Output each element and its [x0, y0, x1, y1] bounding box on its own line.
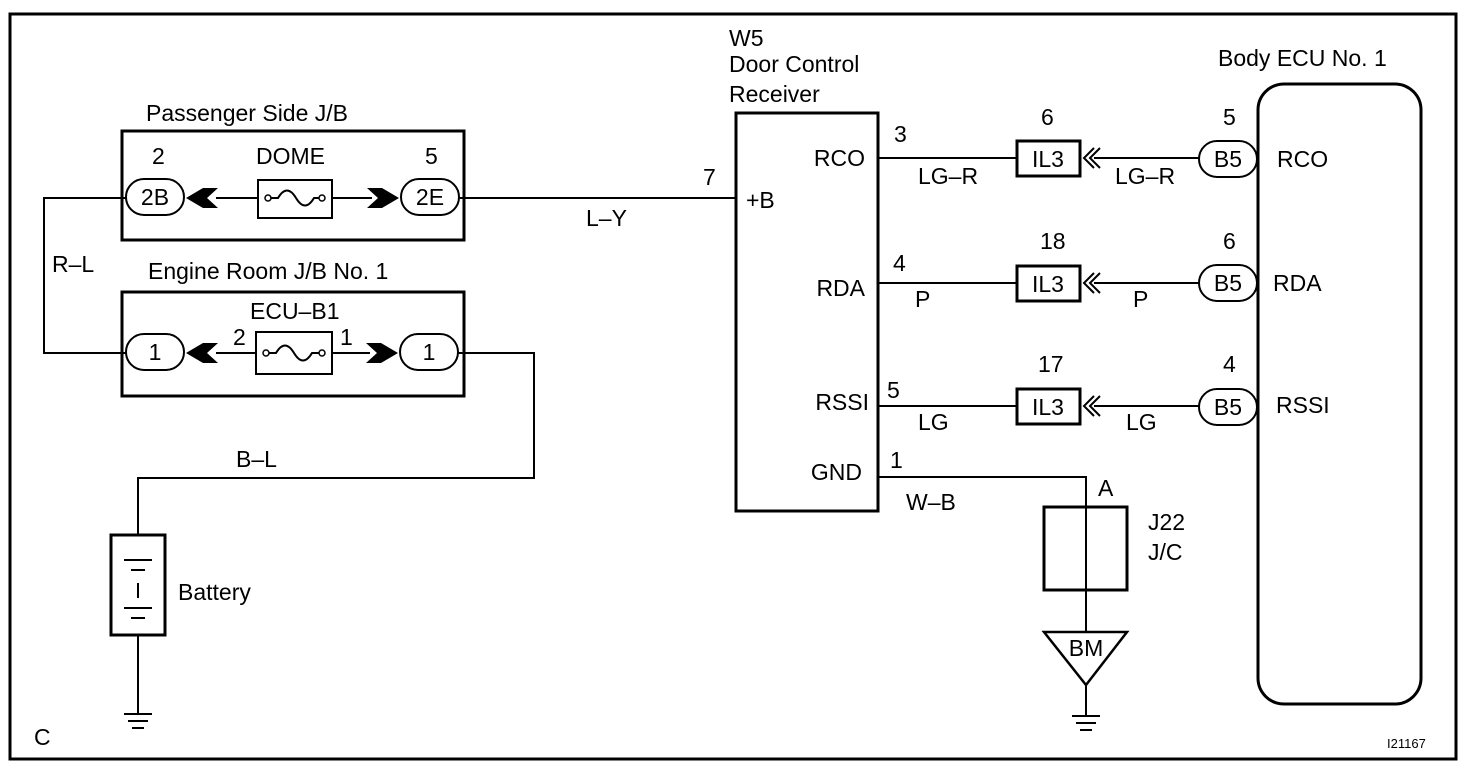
il3-rssi-chevron-icon	[1082, 395, 1101, 417]
body-ecu-title: Body ECU No. 1	[1218, 45, 1387, 71]
engine-jb-fuse-name: ECU–B1	[250, 298, 339, 324]
passenger-jb-fuse-name: DOME	[256, 143, 325, 169]
engine-jb-right-fuse-pin: 1	[340, 324, 353, 350]
junction-code: J22	[1148, 509, 1185, 535]
body-ecu-terminal-rda: RDA	[1273, 270, 1322, 296]
il3-rco-pin: 6	[1041, 104, 1054, 130]
rco-circuit: LG–R 6 IL3 LG–R 5 B5	[878, 104, 1258, 189]
receiver-name-line1: Door Control	[729, 51, 859, 77]
battery: Battery	[109, 533, 251, 637]
engine-room-jb: Engine Room J/B No. 1 ECU–B1 1 1 2 1	[120, 258, 466, 398]
wire-w-b	[878, 476, 1087, 664]
door-control-receiver: W5 Door Control Receiver 7 +B RCO RDA RS…	[703, 25, 907, 513]
engine-jb-left-fuse-pin: 2	[233, 324, 246, 350]
dome-fuse-terminal-left	[264, 194, 272, 202]
engine-jb-right-chevron-icon	[366, 343, 398, 363]
receiver-pin-b: 7	[703, 164, 716, 190]
diagram-frame	[8, 12, 1458, 761]
receiver-terminal-b: +B	[746, 187, 775, 213]
wire-rssi-right-label: LG	[1126, 409, 1157, 435]
bm-ground-icon	[1072, 715, 1100, 731]
il3-rco-chevron-icon	[1082, 147, 1101, 169]
il3-rda-pin: 18	[1040, 228, 1066, 254]
passenger-jb-right-chevron-icon	[367, 188, 399, 208]
passenger-jb-right-pin: 5	[425, 143, 438, 169]
il3-rda-label: IL3	[1032, 271, 1064, 297]
wire-l-y-label: L–Y	[586, 205, 627, 231]
passenger-jb-left-pin: 2	[152, 143, 165, 169]
b5-rssi-label: B5	[1214, 394, 1242, 420]
receiver-pin-rssi: 5	[887, 377, 900, 403]
engine-jb-right-connector-label: 1	[423, 339, 436, 365]
b5-rda-pin: 6	[1223, 228, 1236, 254]
passenger-jb-right-connector-label: 2E	[416, 184, 444, 210]
receiver-terminal-rssi: RSSI	[815, 389, 869, 415]
battery-label: Battery	[178, 579, 251, 605]
il3-rda-chevron-icon	[1082, 272, 1101, 294]
dome-fuse-element	[268, 189, 322, 207]
il3-rssi-label: IL3	[1032, 394, 1064, 420]
wire-r-l-label: R–L	[52, 251, 94, 277]
figure-id: I21167	[1387, 736, 1426, 751]
passenger-jb-left-chevron-icon	[186, 188, 218, 208]
wire-w-b-label: W–B	[906, 489, 956, 515]
receiver-pin-rda: 4	[893, 250, 906, 276]
passenger-jb-box	[120, 129, 466, 242]
dome-fuse-terminal-right	[318, 194, 326, 202]
junction-pin: A	[1098, 475, 1114, 501]
wire-r-l	[43, 197, 126, 354]
wire-rda-left-label: P	[915, 286, 930, 312]
engine-jb-left-connector-label: 1	[149, 339, 162, 365]
ecu-b1-fuse-terminal-right	[318, 349, 326, 357]
body-ecu-terminal-rssi: RSSI	[1276, 392, 1330, 418]
corner-letter: C	[34, 724, 51, 750]
il3-rssi-pin: 17	[1038, 351, 1064, 377]
engine-jb-box	[120, 290, 466, 398]
passenger-jb-left-connector-label: 2B	[141, 184, 169, 210]
b5-rco-label: B5	[1214, 146, 1242, 172]
receiver-terminal-rco: RCO	[814, 145, 865, 171]
wire-rco-left-label: LG–R	[918, 163, 978, 189]
wire-rssi-left-label: LG	[918, 409, 949, 435]
ground-point-triangle	[1041, 630, 1130, 688]
receiver-code: W5	[729, 25, 764, 51]
il3-rco-connector	[1015, 139, 1082, 178]
receiver-terminal-rda: RDA	[816, 275, 865, 301]
il3-rco-label: IL3	[1032, 146, 1064, 172]
receiver-pin-gnd: 1	[890, 447, 903, 473]
engine-jb-title: Engine Room J/B No. 1	[148, 258, 388, 284]
wire-rco-right-label: LG–R	[1115, 163, 1175, 189]
body-ecu-box	[1256, 82, 1423, 706]
wire-b-l	[137, 352, 535, 535]
body-ecu-terminal-rco: RCO	[1277, 146, 1328, 172]
body-ecu: Body ECU No. 1 RCO RDA RSSI	[1218, 45, 1423, 706]
junction-type: J/C	[1148, 539, 1183, 565]
gnd-circuit: W–B A J22 J/C BM	[878, 475, 1185, 731]
receiver-terminal-gnd: GND	[811, 459, 862, 485]
ground-point-label: BM	[1069, 635, 1104, 661]
b5-rssi-pin: 4	[1223, 351, 1236, 377]
passenger-side-jb: Passenger Side J/B DOME 2 5 2B 2E	[120, 100, 466, 242]
b5-rda-label: B5	[1214, 270, 1242, 296]
rssi-circuit: LG 17 IL3 LG 4 B5	[878, 351, 1258, 435]
passenger-jb-title: Passenger Side J/B	[146, 100, 348, 126]
receiver-pin-rco: 3	[894, 121, 907, 147]
wire-b-l-label: B–L	[236, 446, 277, 472]
ecu-b1-fuse-element	[266, 344, 322, 362]
rda-circuit: P 18 IL3 P 6 B5	[878, 228, 1258, 312]
receiver-box	[734, 111, 880, 513]
il3-rda-connector	[1015, 264, 1082, 303]
b5-rco-pin: 5	[1223, 104, 1236, 130]
ecu-b1-fuse-terminal-left	[262, 349, 270, 357]
battery-ground-icon	[124, 713, 152, 729]
receiver-name-line2: Receiver	[729, 81, 820, 107]
engine-jb-left-chevron-icon	[186, 343, 218, 363]
wire-rda-right-label: P	[1133, 286, 1148, 312]
il3-rssi-connector	[1015, 387, 1082, 426]
